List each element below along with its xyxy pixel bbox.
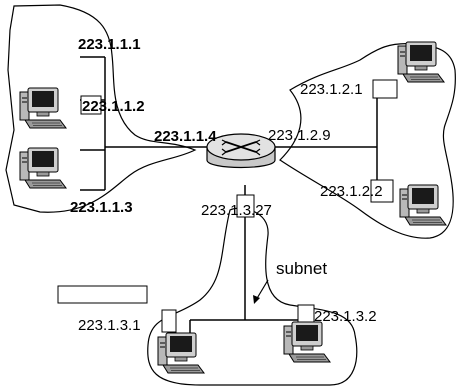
- ip-label-223-1-3-1: 223.1.3.1: [78, 317, 141, 334]
- ip-label-223-1-1-1: 223.1.1.1: [78, 36, 141, 53]
- desktop-computer-icon: [399, 184, 447, 226]
- interface-223-1-3-1: [161, 309, 177, 333]
- ip-label-223-1-3-27: 223.1.3.27: [201, 202, 272, 219]
- subnet-c-outline: [147, 207, 358, 386]
- ip-label-223-1-1-2: 223.1.1.2: [82, 98, 145, 115]
- interface-223-1-1-2: [80, 95, 102, 115]
- desktop-computer-icon: [19, 147, 67, 189]
- router-icon: [206, 133, 276, 169]
- interface-223-1-2-1: [372, 79, 398, 99]
- interface-223-1-2-2: [370, 179, 394, 203]
- ip-label-223-1-2-2: 223.1.2.2: [320, 183, 383, 200]
- ip-label-223-1-2-9: 223.1.2.9: [268, 127, 331, 144]
- ip-label-223-1-1-3: 223.1.1.3: [70, 199, 133, 216]
- subnet-b-outline: [279, 43, 456, 239]
- subnet-callout-arrow: [253, 279, 269, 304]
- ip-label-223-1-2-1: 223.1.2.1: [300, 81, 363, 98]
- subnet-callout-label: subnet: [276, 259, 327, 278]
- desktop-computer-icon: [283, 321, 331, 363]
- blank-box: [57, 285, 148, 304]
- ip-label-223-1-3-2: 223.1.3.2: [314, 308, 377, 325]
- desktop-computer-icon: [19, 87, 67, 129]
- ip-label-223-1-1-4: 223.1.1.4: [154, 128, 217, 145]
- interface-223-1-3-27: [236, 194, 255, 218]
- desktop-computer-icon: [157, 332, 205, 374]
